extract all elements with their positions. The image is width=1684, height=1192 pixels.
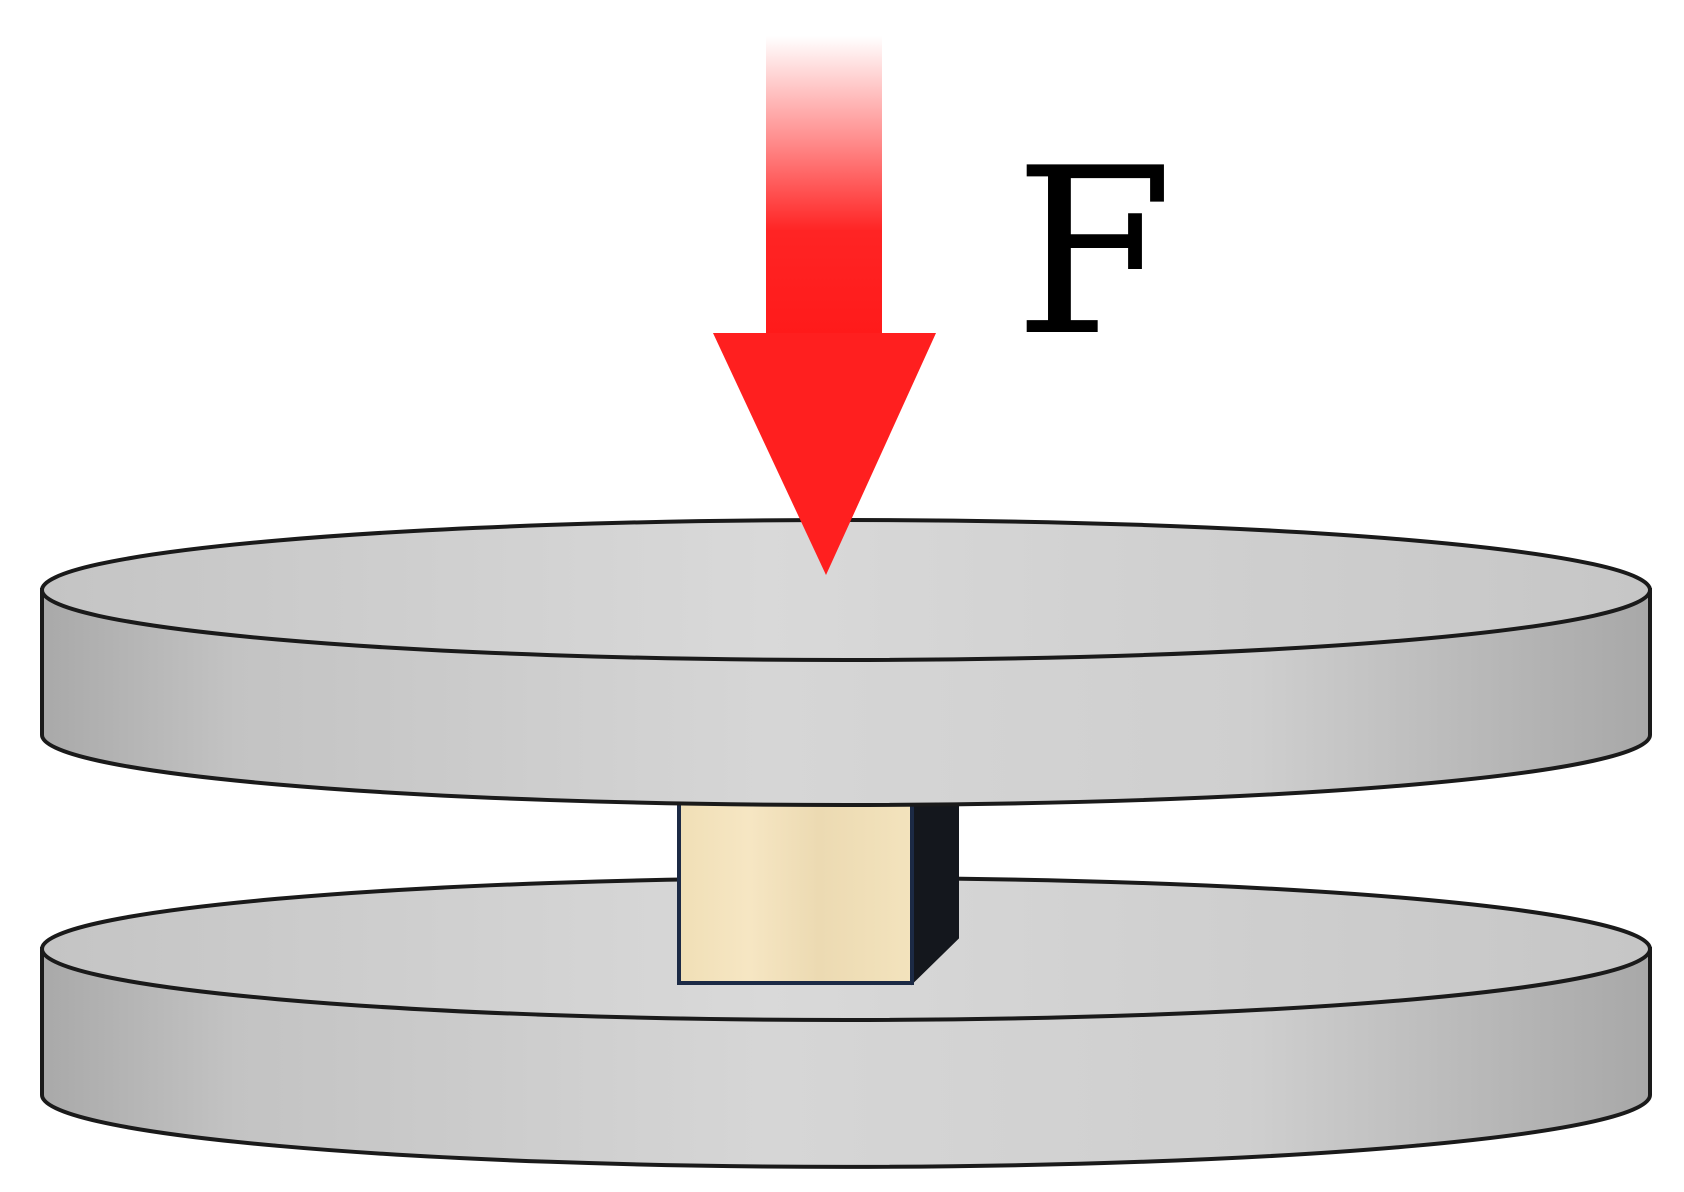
top-plate: [40, 518, 1652, 807]
sample-cube: [677, 801, 959, 986]
force-label: F: [1014, 120, 1174, 387]
force-arrow: [713, 36, 936, 575]
